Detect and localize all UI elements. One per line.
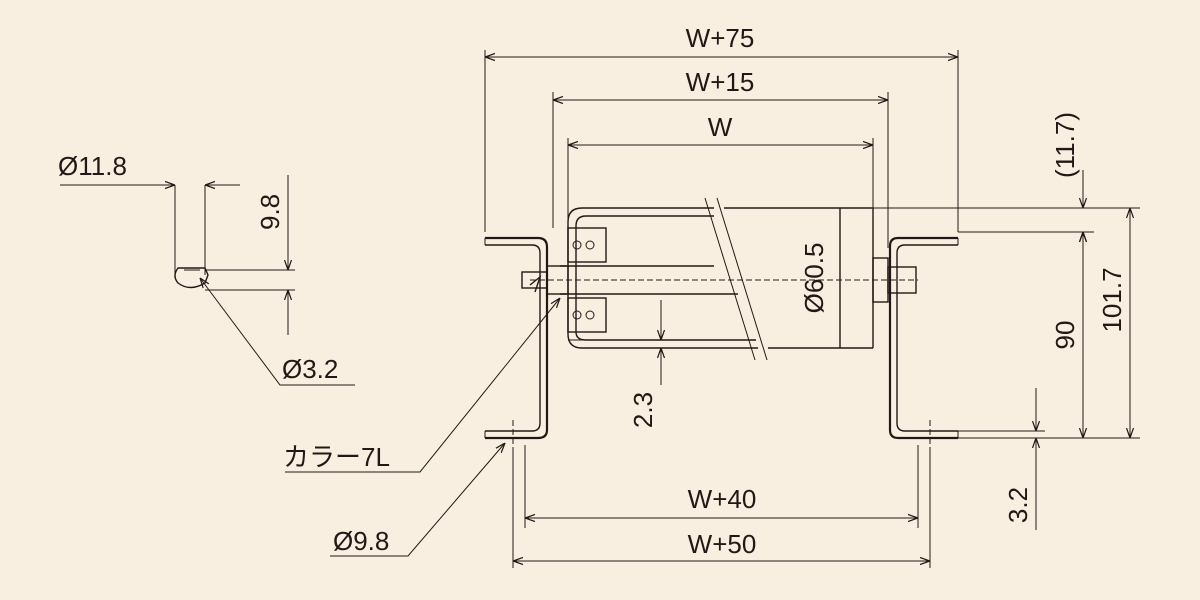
label-w-15: W+15 — [686, 67, 755, 97]
left-bracket — [484, 236, 549, 450]
bottom-dimensions — [512, 445, 931, 568]
label-w: W — [708, 112, 733, 142]
label-2-3: 2.3 — [628, 392, 658, 428]
label-roller-diameter: Ø60.5 — [799, 243, 829, 314]
label-d3-2: Ø3.2 — [282, 354, 338, 384]
label-collar: カラー7L — [283, 442, 390, 472]
dim-2-3 — [568, 300, 670, 385]
label-9-8: 9.8 — [255, 194, 285, 230]
hole-leader — [330, 443, 505, 557]
label-90: 90 — [1050, 321, 1080, 350]
label-w-50: W+50 — [688, 529, 757, 559]
label-3-2: 3.2 — [1003, 487, 1033, 523]
roller — [521, 197, 918, 361]
right-bracket — [888, 236, 959, 450]
top-dimensions — [484, 50, 959, 248]
collar-leader — [285, 298, 560, 473]
label-d11-8: Ø11.8 — [58, 151, 127, 181]
label-w-75: W+75 — [686, 23, 755, 53]
label-101-7: 101.7 — [1097, 267, 1127, 332]
right-dimensions — [873, 170, 1140, 530]
pin-detail — [60, 175, 355, 386]
label-11-7: (11.7) — [1050, 112, 1080, 178]
label-w-40: W+40 — [688, 484, 757, 514]
label-hole: Ø9.8 — [333, 526, 389, 556]
